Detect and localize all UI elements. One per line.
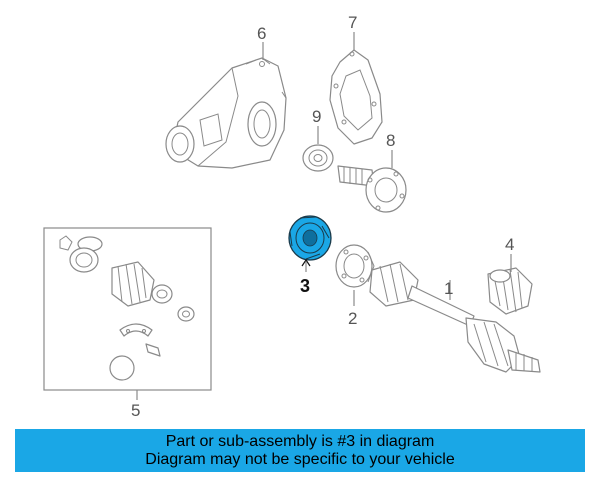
callout-1[interactable]: 1 <box>444 279 453 298</box>
callout-4[interactable]: 4 <box>505 235 514 254</box>
callout-7[interactable]: 7 <box>348 13 357 32</box>
banner-line-2: Diagram may not be specific to your vehi… <box>145 450 455 468</box>
part-5-boot-kit-panel[interactable] <box>43 227 212 391</box>
info-banner: Part or sub-assembly is #3 in diagram Di… <box>15 429 585 472</box>
part-7-rear-cover[interactable] <box>329 49 383 145</box>
callout-9[interactable]: 9 <box>312 107 321 126</box>
callout-5[interactable]: 5 <box>131 401 140 420</box>
part-3-seal-highlighted[interactable] <box>288 215 332 261</box>
callout-3[interactable]: 3 <box>300 276 310 296</box>
part-9-bearing[interactable] <box>302 144 334 172</box>
part-6-differential-housing[interactable] <box>165 57 287 169</box>
part-4-boot[interactable] <box>487 267 533 315</box>
part-8-output-flange[interactable] <box>337 165 407 213</box>
part-1-axle-shaft[interactable] <box>369 261 541 373</box>
part-2-hub[interactable] <box>335 244 375 288</box>
callout-2[interactable]: 2 <box>348 309 357 328</box>
banner-line-1: Part or sub-assembly is #3 in diagram <box>165 432 435 450</box>
callout-8[interactable]: 8 <box>386 131 395 150</box>
callout-6[interactable]: 6 <box>257 24 266 43</box>
